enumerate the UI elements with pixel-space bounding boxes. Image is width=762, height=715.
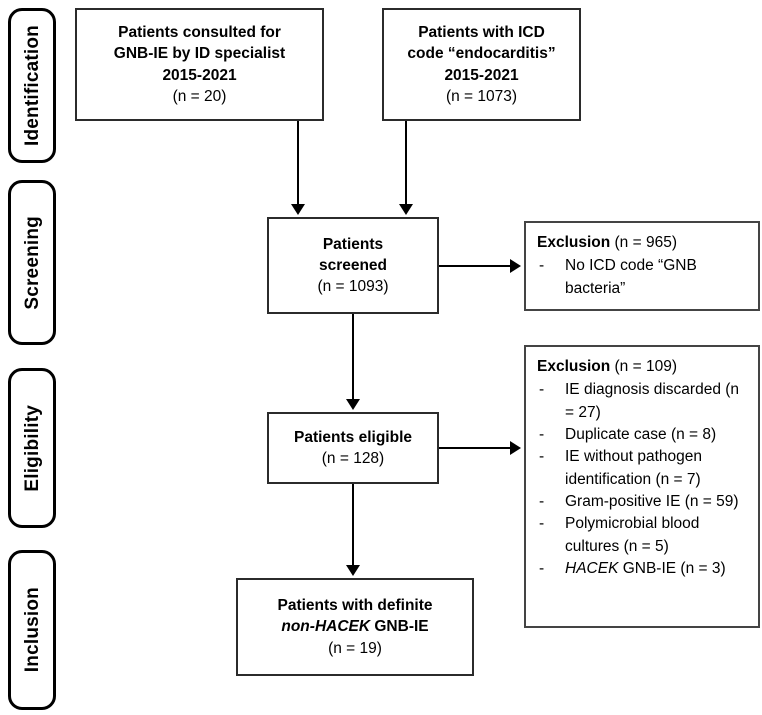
exclusion-eligibility-list: - IE diagnosis discarded (n = 27) - Dupl… xyxy=(537,379,750,580)
exclusion-eligibility-item: - IE diagnosis discarded (n = 27) xyxy=(537,379,750,424)
exclusion-eligibility-heading: Exclusion (n = 109) xyxy=(537,356,750,378)
stage-label-screening: Screening xyxy=(8,180,56,345)
node-patients-consulted: Patients consulted for GNB-IE by ID spec… xyxy=(75,8,324,121)
bullet-dash-icon: - xyxy=(539,425,545,443)
exclusion-eligibility-item-text: IE without pathogen identification (n = … xyxy=(565,448,703,488)
node-patients-included-line1: Patients with definite xyxy=(277,597,433,615)
exclusion-eligibility-heading-label: Exclusion xyxy=(537,358,611,375)
node-patients-included-line2-rest: GNB-IE xyxy=(370,618,429,636)
stage-label-identification-text: Identification xyxy=(21,24,43,147)
exclusion-screening-heading: Exclusion (n = 965) xyxy=(537,232,750,254)
node-patients-eligible-line1: Patients eligible xyxy=(293,428,412,446)
connector-icd-to-screened xyxy=(405,121,407,206)
exclusion-screening-heading-label: Exclusion xyxy=(537,234,611,251)
exclusion-eligibility-item-text: IE diagnosis discarded (n = 27) xyxy=(565,381,740,421)
node-patients-screened-line1: Patients xyxy=(322,235,384,253)
node-patients-included-line2-italic: non-HACEK xyxy=(281,618,371,636)
node-patients-consulted-line2: GNB-IE by ID specialist xyxy=(113,45,286,63)
exclusion-eligibility-item-text: Gram-positive IE (n = 59) xyxy=(565,492,739,510)
node-patients-consulted-line1: Patients consulted for xyxy=(118,24,281,42)
stage-label-inclusion-text: Inclusion xyxy=(21,587,43,673)
exclusion-box-screening: Exclusion (n = 965) - No ICD code “GNB b… xyxy=(524,221,760,311)
exclusion-eligibility-item-italic: HACEK xyxy=(565,559,619,577)
bullet-dash-icon: - xyxy=(539,257,545,275)
node-patients-consulted-count: (n = 20) xyxy=(172,87,227,105)
bullet-dash-icon: - xyxy=(539,559,545,577)
exclusion-eligibility-item-text: Polymicrobial blood cultures (n = 5) xyxy=(565,515,700,555)
arrowhead-screened-to-eligible xyxy=(346,399,360,410)
node-patients-included: Patients with definite non-HACEK GNB-IE … xyxy=(236,578,474,676)
connector-eligible-to-exclusion xyxy=(439,447,511,449)
node-patients-consulted-line3: 2015-2021 xyxy=(162,66,237,84)
arrowhead-icd-to-screened xyxy=(399,204,413,215)
exclusion-eligibility-item: - IE without pathogen identification (n … xyxy=(537,446,750,491)
arrowhead-eligible-to-included xyxy=(346,565,360,576)
node-patients-icd-count: (n = 1073) xyxy=(445,87,518,105)
exclusion-eligibility-item-text: Duplicate case (n = 8) xyxy=(565,425,717,443)
stage-label-screening-text: Screening xyxy=(21,215,43,310)
stage-label-inclusion: Inclusion xyxy=(8,550,56,710)
connector-consulted-to-screened xyxy=(297,121,299,206)
exclusion-eligibility-item: - Polymicrobial blood cultures (n = 5) xyxy=(537,513,750,558)
connector-eligible-to-included xyxy=(352,484,354,566)
node-patients-icd: Patients with ICD code “endocarditis” 20… xyxy=(382,8,581,121)
exclusion-screening-heading-count: (n = 965) xyxy=(610,234,677,251)
node-patients-icd-line3: 2015-2021 xyxy=(444,66,519,84)
exclusion-eligibility-item: - HACEK GNB-IE (n = 3) xyxy=(537,558,750,580)
stage-label-identification: Identification xyxy=(8,8,56,163)
stage-label-eligibility-text: Eligibility xyxy=(21,404,43,492)
node-patients-eligible-count: (n = 128) xyxy=(321,450,385,467)
exclusion-screening-item-text: No ICD code “GNB bacteria” xyxy=(565,257,697,297)
exclusion-eligibility-heading-count: (n = 109) xyxy=(610,358,677,375)
exclusion-screening-item: - No ICD code “GNB bacteria” xyxy=(537,255,750,300)
node-patients-screened-line2: screened xyxy=(318,256,388,274)
stage-label-eligibility: Eligibility xyxy=(8,368,56,528)
arrowhead-eligible-to-exclusion xyxy=(510,441,521,455)
arrowhead-screened-to-exclusion xyxy=(510,259,521,273)
node-patients-included-line2: non-HACEK GNB-IE xyxy=(281,616,428,637)
exclusion-eligibility-item: - Gram-positive IE (n = 59) xyxy=(537,491,750,513)
connector-screened-to-eligible xyxy=(352,314,354,401)
node-patients-screened: Patients screened (n = 1093) xyxy=(267,217,439,314)
bullet-dash-icon: - xyxy=(539,515,545,533)
exclusion-eligibility-item-text: GNB-IE (n = 3) xyxy=(618,559,726,577)
node-patients-eligible: Patients eligible (n = 128) xyxy=(267,412,439,484)
connector-screened-to-exclusion xyxy=(439,265,511,267)
exclusion-box-eligibility: Exclusion (n = 109) - IE diagnosis disca… xyxy=(524,345,760,628)
exclusion-screening-list: - No ICD code “GNB bacteria” xyxy=(537,255,750,300)
node-patients-included-count: (n = 19) xyxy=(328,639,382,657)
arrowhead-consulted-to-screened xyxy=(291,204,305,215)
node-patients-icd-line2: code “endocarditis” xyxy=(407,45,556,63)
bullet-dash-icon: - xyxy=(539,492,545,510)
node-patients-icd-line1: Patients with ICD xyxy=(418,24,545,42)
exclusion-eligibility-item: - Duplicate case (n = 8) xyxy=(537,424,750,446)
bullet-dash-icon: - xyxy=(539,448,545,466)
bullet-dash-icon: - xyxy=(539,381,545,399)
node-patients-screened-count: (n = 1093) xyxy=(317,278,389,296)
